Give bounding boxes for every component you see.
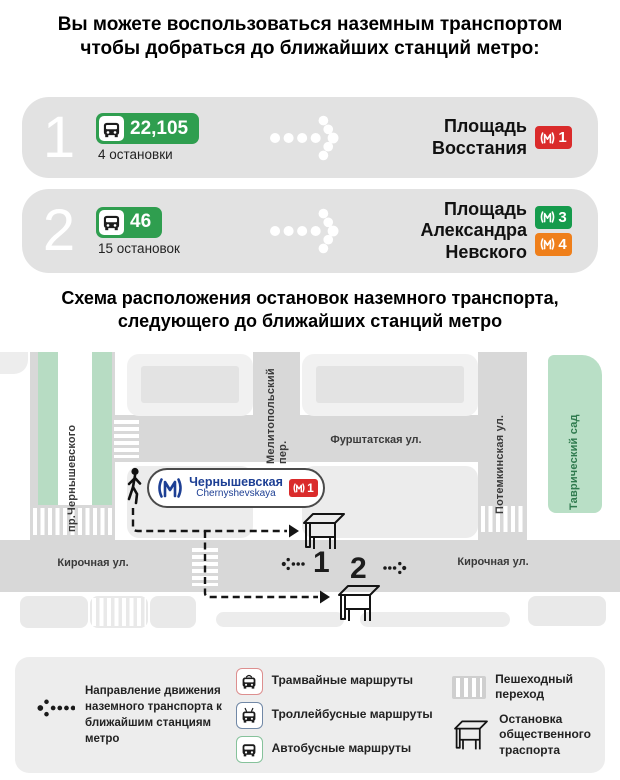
boulevard-median: [58, 352, 92, 505]
station-name-en: Chernyshevskaya: [196, 488, 276, 500]
stop-1-label: 1: [313, 546, 330, 579]
dotted-arrow-icon: [262, 202, 350, 260]
bus-icon: [99, 209, 124, 235]
crosswalk: [90, 596, 148, 628]
route-2-info: 46 15 остановок: [96, 206, 262, 256]
route-2-number: 2: [42, 198, 76, 263]
scheme-title-line2: следующего до ближайших станций метро: [117, 310, 503, 331]
road-kirochnaya: [0, 540, 620, 592]
legend-trolleybus-label: Троллейбусные маршруты: [271, 707, 433, 722]
street-label-kirochnaya-left: Кирочная ул.: [57, 557, 129, 569]
tram-icon: [235, 667, 263, 695]
legend-tram: Трамвайные маршруты: [235, 667, 435, 695]
metro-line-4-badge: 4: [535, 232, 572, 256]
metro-line-3-number: 3: [558, 208, 567, 226]
crosswalk: [33, 508, 113, 535]
route-1-destination: Площадь Восстания 1: [350, 116, 598, 158]
road-furshtatskaya: [100, 415, 527, 462]
station-line-number: 1: [307, 481, 314, 495]
legend-bus-label: Автобусные маршруты: [271, 741, 412, 756]
legend-panel: Направление движения наземного транспорт…: [15, 657, 605, 773]
stop-2-label: 2: [350, 552, 367, 585]
route-2-bus-badge: 46: [96, 206, 163, 238]
bus-icon: [235, 735, 263, 763]
page-title: Вы можете воспользоваться наземным транс…: [0, 13, 620, 62]
route-1-number: 1: [42, 104, 76, 170]
street-label-kirochnaya-right: Кирочная ул.: [457, 556, 529, 568]
sidewalk-strip: [360, 612, 510, 627]
direction-dotted-arrow-icon: [37, 699, 75, 717]
transit-stop-shelter-icon: [454, 720, 489, 750]
crosswalk-icon: [452, 675, 487, 699]
sidewalk-strip: [150, 596, 196, 628]
sidewalk-corner: [0, 352, 28, 374]
building-block: [127, 354, 253, 416]
legend-direction: Направление движения наземного транспорт…: [37, 683, 236, 747]
metro-logo-icon: [158, 478, 182, 498]
metro-logo-icon: [540, 238, 555, 251]
legend-bus: Автобусные маршруты: [235, 735, 435, 763]
sidewalk-strip: [216, 612, 344, 627]
route-1-bus-badge: 22,105: [96, 113, 200, 144]
direction-arrow-right-icon: [383, 561, 407, 575]
bus-icon: [99, 116, 124, 141]
route-1-stop-count: 4 остановки: [98, 147, 173, 162]
scheme-title-line1: Схема расположения остановок наземного т…: [61, 288, 559, 308]
legend-direction-label: Направление движения наземного транспорт…: [85, 684, 222, 746]
route-1-info: 22,105 4 остановки: [96, 113, 262, 162]
route-2-stop-count: 15 остановок: [98, 240, 180, 256]
legend-stop-label: Остановка общественного траспорта: [499, 711, 591, 757]
legend-crosswalk-label: Пешеходный переход: [495, 671, 574, 702]
transit-stop-shelter-2-icon: [338, 585, 380, 621]
legend-trolleybus: Троллейбусные маршруты: [235, 701, 435, 729]
page-title-line1: Вы можете воспользоваться наземным транс…: [57, 14, 563, 35]
route-2-bus-numbers: 46: [130, 211, 152, 232]
metro-line-1-number: 1: [558, 129, 567, 146]
legend-crosswalk: Пешеходный переход: [452, 672, 591, 703]
direction-arrow-left-icon: [281, 557, 305, 571]
metro-line-3-badge: 3: [535, 205, 572, 229]
route-card-1: 1 22,105 4 остановки Площадь Восстания 1: [22, 97, 598, 178]
dotted-arrow-icon: [262, 109, 350, 167]
route-2-dest-line1: Площадь: [443, 199, 527, 220]
route-1-bus-numbers: 22,105: [130, 117, 189, 139]
building-block: [302, 466, 478, 538]
page-title-line2: чтобы добраться до ближайших станций мет…: [80, 38, 540, 60]
metro-line-4-number: 4: [558, 235, 567, 253]
station-name-ru: Чернышевская: [189, 475, 283, 490]
building-block: [302, 354, 478, 416]
route-2-destination: Площадь Александра Невского 3 4: [350, 199, 598, 263]
metro-logo-icon: [540, 131, 555, 144]
road-melitopolsky: [253, 352, 300, 462]
trolleybus-icon: [235, 701, 263, 729]
street-label-furshtatskaya: Фурштатская ул.: [330, 434, 422, 446]
legend-stop: Остановка общественного траспорта: [452, 712, 591, 759]
walking-path: [131, 508, 330, 604]
pedestrian-icon: [127, 467, 142, 505]
route-2-dest-line2: Александра Невского: [420, 220, 527, 262]
metro-line-1-badge: 1: [535, 126, 572, 149]
tree-stripe: [38, 352, 58, 505]
metro-station-sign: Чернышевская Chernyshevskaya 1: [147, 468, 325, 508]
tree-stripe: [92, 352, 112, 505]
street-map: Фурштатская ул. Кирочная ул. Кирочная ул…: [0, 348, 620, 654]
crosswalk: [481, 506, 525, 532]
scheme-title: Схема расположения остановок наземного т…: [0, 287, 620, 332]
route-1-dest-line1: Площадь Восстания: [431, 116, 527, 158]
transit-stop-shelter-1-icon: [303, 513, 345, 549]
route-card-2: 2 46 15 остановок Площадь Александра Нев…: [22, 189, 598, 273]
legend-tram-label: Трамвайные маршруты: [271, 673, 413, 688]
crosswalk: [114, 420, 139, 458]
tavrichesky-garden: [548, 355, 602, 513]
metro-line-1-badge: 1: [289, 479, 318, 497]
sidewalk-strip: [528, 596, 606, 626]
sidewalk-strip: [20, 596, 88, 628]
metro-logo-icon: [540, 211, 555, 224]
